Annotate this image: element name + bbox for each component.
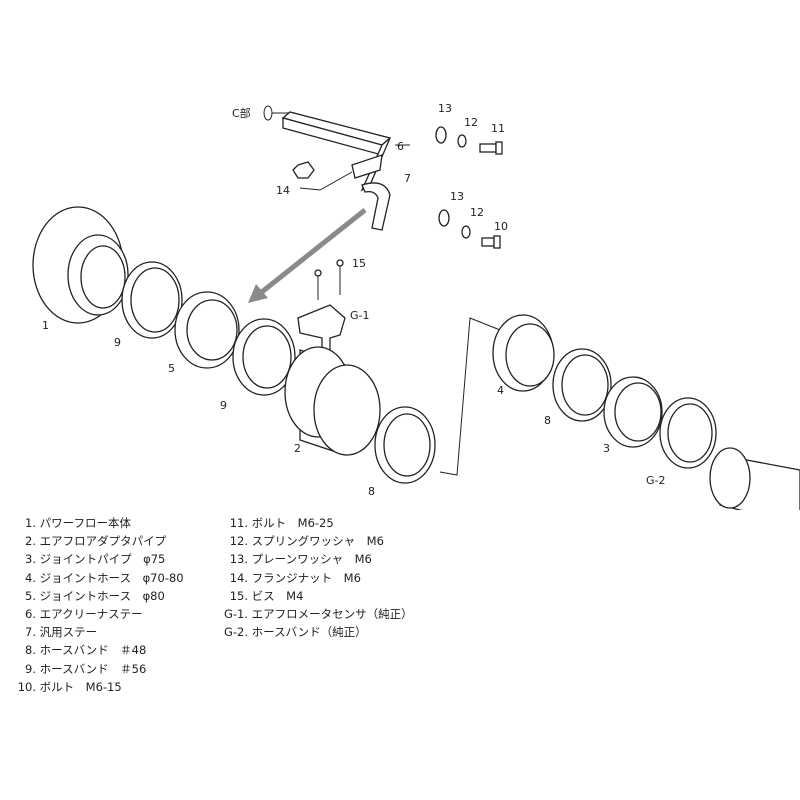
callout-8: 8: [368, 485, 375, 498]
parts-list-item: G-2. ホースバンド（純正）: [223, 625, 367, 640]
callout-15: 15: [352, 257, 366, 270]
bolt-m6-25: [479, 141, 503, 155]
parts-list-left: 1. パワーフロー本体 2. エアフロアダプタパイプ 3. ジョイントパイプ φ…: [14, 514, 184, 696]
parts-list-item: 10. ボルト M6-15: [17, 679, 122, 694]
parts-list-item: 2. エアフロアダプタパイプ: [25, 534, 167, 549]
power-flow-body: [32, 206, 129, 324]
spring-washer-upper: [457, 134, 467, 148]
callout-14: 14: [276, 184, 290, 197]
callout-10: 10: [494, 220, 508, 233]
spring-washer-lower: [461, 225, 471, 239]
callout-g1: G-1: [350, 309, 370, 322]
callout-12: 12: [464, 116, 478, 129]
exploded-parts-diagram: C部 13 1: [32, 102, 800, 510]
callout-c-part: C部: [232, 106, 251, 120]
flange-nut: [292, 161, 315, 179]
parts-list-item: 15. ビス M4: [229, 588, 304, 603]
callout-2: 2: [294, 442, 301, 455]
plain-washer-upper: [435, 126, 447, 144]
screws-m4: [314, 259, 344, 300]
callout-4: 4: [497, 384, 504, 397]
parts-list-item: 14. フランジナット M6: [229, 570, 361, 585]
parts-list-item: 13. プレーンワッシャ M6: [229, 552, 372, 567]
air-cleaner-stay: [281, 111, 392, 192]
callout-13: 13: [438, 102, 452, 115]
parts-list-item: 8. ホースバンド ＃48: [25, 643, 147, 658]
parts-list-item: 9. ホースバンド ＃56: [25, 661, 147, 676]
plain-washer-lower: [438, 209, 450, 227]
parts-list-item: 1. パワーフロー本体: [25, 516, 131, 530]
universal-stay: [361, 182, 391, 231]
parts-list-item: 4. ジョイントホース φ70-80: [25, 570, 184, 585]
parts-list-item: 11. ボルト M6-25: [229, 516, 334, 530]
callout-6: 6: [397, 140, 404, 153]
assembly-arrow: [248, 208, 367, 303]
callout-1: 1: [42, 319, 49, 332]
parts-list-item: 3. ジョイントパイプ φ75: [25, 552, 166, 567]
hose-band-48-b: [552, 348, 612, 422]
parts-list-right: 11. ボルト M6-25 12. スプリングワッシャ M6 13. プレーンワ…: [213, 514, 413, 641]
callout-12: 12: [470, 206, 484, 219]
hose-band-48-a: [374, 406, 436, 484]
parts-list-item: G-1. エアフロメータセンサ（純正）: [223, 607, 413, 622]
callout-7: 7: [404, 172, 411, 185]
hose-band-56-b: [232, 318, 296, 396]
callout-8: 8: [544, 414, 551, 427]
airflow-meter-sensor: [297, 304, 346, 361]
callout-g2: G-2: [646, 474, 666, 487]
parts-list-item: 6. エアクリーナステー: [25, 607, 143, 622]
parts-list-item: 7. 汎用ステー: [25, 625, 98, 640]
callout-5: 5: [168, 362, 175, 375]
parts-list-item: 12. スプリングワッシャ M6: [229, 534, 384, 549]
bolt-m6-15: [481, 235, 501, 249]
hose-band-genuine: [659, 397, 717, 469]
callout-3: 3: [603, 442, 610, 455]
joint-pipe-75: [603, 376, 663, 448]
joint-hose-80: [174, 291, 240, 369]
callout-9: 9: [220, 399, 227, 412]
callout-11: 11: [491, 122, 505, 135]
callout-9: 9: [114, 336, 121, 349]
hose-band-56-a: [121, 261, 183, 339]
airflow-adapter-pipe: [284, 346, 381, 456]
intake-duct: [709, 447, 800, 510]
parts-list-item: 5. ジョイントホース φ80: [25, 588, 165, 603]
c-part-marker: [263, 105, 273, 121]
callout-13: 13: [450, 190, 464, 203]
joint-hose-70-80: [492, 314, 555, 392]
